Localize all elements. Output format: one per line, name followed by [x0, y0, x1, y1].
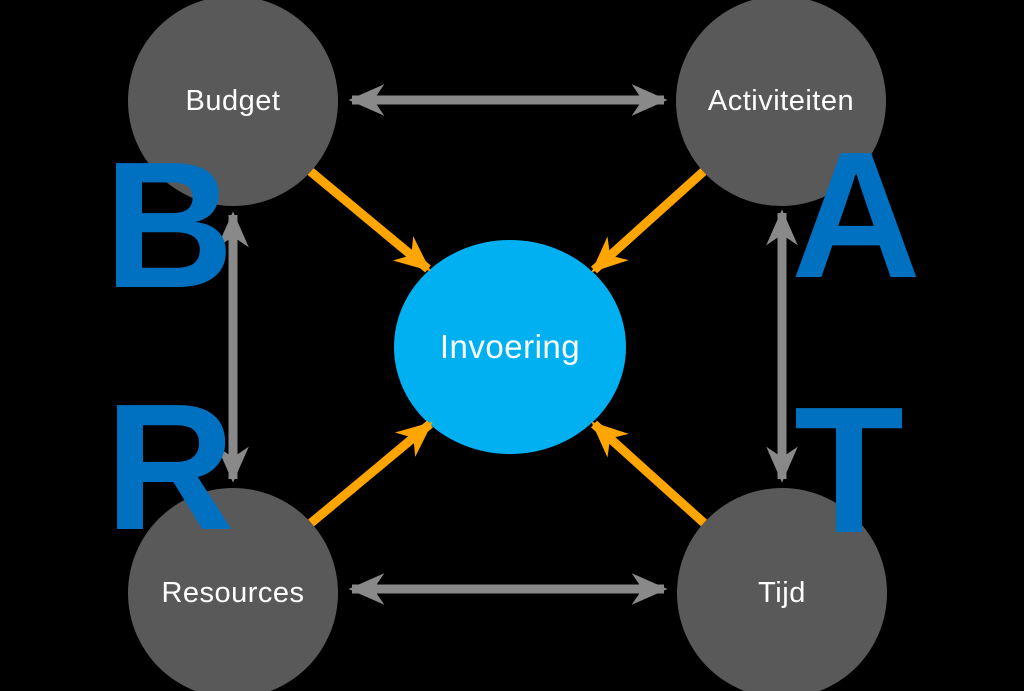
letter-t: T	[794, 370, 904, 571]
letter-b: B	[104, 125, 234, 326]
node-resources-label: Resources	[161, 576, 305, 609]
letter-r: R	[105, 367, 235, 568]
node-budget: Budget	[128, 0, 338, 206]
arrow-resources-invoering	[308, 420, 433, 527]
node-activiteiten-label: Activiteiten	[707, 84, 855, 117]
letter-a: A	[791, 115, 921, 316]
node-activiteiten: Activiteiten	[676, 0, 886, 206]
node-resources: Resources	[128, 488, 338, 691]
node-tijd: Tijd	[677, 488, 887, 691]
arrow-tijd-invoering	[590, 420, 708, 527]
arrow-activiteiten-invoering	[590, 167, 708, 274]
node-invoering: Invoering	[394, 240, 626, 454]
node-budget-label: Budget	[185, 84, 281, 117]
arrow-budget-invoering	[307, 167, 431, 273]
node-tijd-label: Tijd	[758, 576, 806, 609]
node-invoering-label: Invoering	[439, 328, 581, 365]
